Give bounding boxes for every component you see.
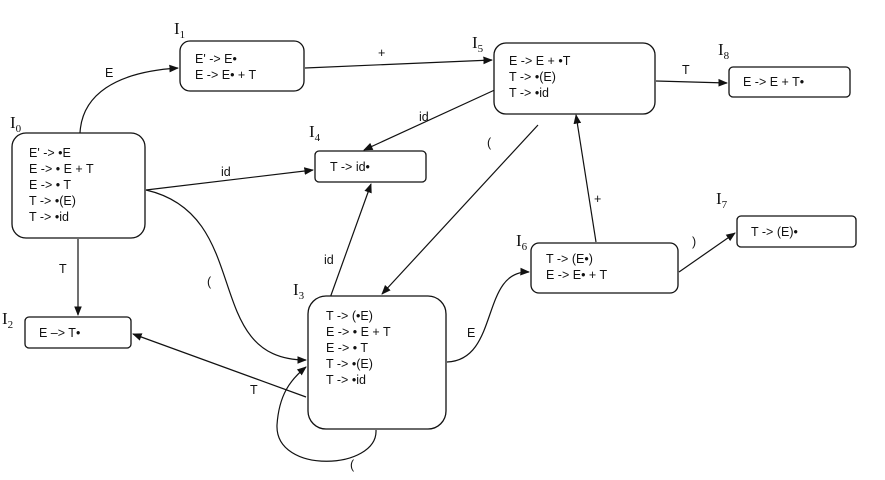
lr-item: E -> E• + T (546, 268, 607, 282)
transition-i0-to-i1: E (79, 64, 179, 134)
lr-item: E -> • E + T (29, 162, 94, 176)
transition-i3-to-i2: T (132, 333, 307, 398)
lr-item: T -> •(E) (509, 70, 556, 84)
state-i0: I0 E' -> •E E -> • E + T E -> • T T -> •(E) T… (10, 113, 146, 239)
state-box (307, 295, 447, 430)
state-name: I5 (472, 33, 484, 55)
state-i7: I7 T -> (E)• (716, 189, 857, 248)
transition-label: T (682, 63, 690, 77)
transition-arrow (573, 114, 597, 243)
state-name: I4 (309, 122, 321, 144)
lr-item: T -> •(E) (326, 357, 373, 371)
transition-arrow (678, 232, 736, 273)
state-i3: I3 T -> (•E) E -> • E + T E -> • T T -> •(E)… (293, 280, 447, 430)
transition-label: id (419, 110, 429, 124)
state-box (24, 316, 132, 349)
transition-arrow (79, 64, 179, 134)
transition-label: ( (207, 275, 212, 289)
transition-arrow (145, 189, 307, 364)
state-box (179, 40, 305, 92)
transition-arrow (446, 267, 530, 363)
transition-arrow (132, 333, 307, 398)
lr-item: T -> (E•) (546, 252, 593, 266)
state-i1: I1 E' -> E• E -> E• + T (174, 19, 305, 92)
transition-label: + (378, 46, 385, 60)
state-name: I1 (174, 19, 185, 41)
state-subscript: 5 (478, 43, 484, 55)
transition-i5-to-i4: id (363, 87, 500, 151)
state-box (493, 42, 656, 115)
transition-i0-to-i3: ( (145, 189, 307, 364)
transition-i1-to-i5: + (304, 46, 493, 69)
state-box (728, 66, 851, 98)
transition-label: T (59, 262, 67, 276)
state-name: I0 (10, 113, 22, 135)
state-name: I8 (718, 40, 730, 62)
state-i5: I5 E -> E + •T T -> •(E) T -> •id (472, 33, 656, 115)
transition-label: T (250, 383, 258, 397)
transition-arrow (363, 87, 500, 151)
lr-item: T -> •id (29, 210, 69, 224)
state-subscript: 4 (315, 132, 321, 144)
transition-i5-to-i3: ( (381, 124, 539, 295)
lr-item: T -> id• (330, 160, 370, 174)
transition-i3-to-i6: E (446, 267, 530, 363)
lr-item: T -> (•E) (326, 309, 373, 323)
transition-arrow (381, 124, 539, 295)
lr-item: E -> E + T• (743, 75, 804, 89)
state-subscript: 2 (8, 319, 14, 331)
state-i8: I8 E -> E + T• (718, 40, 851, 98)
lr-item: T -> (E)• (751, 225, 798, 239)
state-name: I6 (516, 231, 528, 253)
transition-label: id (221, 165, 231, 179)
lr-item: E -> E• + T (195, 68, 256, 82)
state-box (314, 150, 427, 183)
state-subscript: 7 (722, 199, 728, 211)
state-subscript: 0 (16, 123, 22, 135)
lr-item: E -> • T (326, 341, 368, 355)
state-subscript: 1 (180, 29, 186, 41)
transition-i3-to-i4: id (324, 183, 372, 299)
lr-item: E' -> •E (29, 146, 71, 160)
state-box (736, 215, 857, 248)
lr-item: T -> •(E) (29, 194, 76, 208)
transition-arrow (145, 167, 314, 191)
state-subscript: 3 (299, 290, 305, 302)
transition-label: id (324, 253, 334, 267)
state-i4: I4 T -> id• (309, 122, 427, 183)
state-subscript: 6 (522, 241, 528, 253)
transition-i6-to-i5: + (573, 114, 601, 243)
transition-i6-to-i7: ) (678, 232, 736, 273)
lr-item: E -> • T (29, 178, 71, 192)
transition-arrow (304, 56, 493, 69)
transition-arrow (655, 78, 728, 87)
lr-item: E –> T• (39, 326, 80, 340)
state-i2: I2 E –> T• (2, 309, 132, 349)
transition-i0-to-i4: id (145, 165, 314, 191)
lr-item: E -> • E + T (326, 325, 391, 339)
transition-label: ( (350, 458, 355, 472)
transition-label: E (467, 326, 475, 340)
state-i6: I6 T -> (E•) E -> E• + T (516, 231, 679, 294)
state-name: I7 (716, 189, 728, 211)
state-name: I2 (2, 309, 13, 331)
state-box (11, 132, 146, 239)
state-subscript: 8 (724, 50, 730, 62)
transition-label: ( (487, 136, 492, 150)
lr-item: E -> E + •T (509, 54, 571, 68)
lr-item: T -> •id (326, 373, 366, 387)
transition-arrow (329, 183, 372, 299)
transition-label: ) (692, 235, 696, 249)
transition-i5-to-i8: T (655, 63, 728, 87)
transition-label: + (594, 192, 601, 206)
transition-i0-to-i2: T (59, 239, 82, 316)
transition-arrow (276, 366, 377, 462)
transition-label: E (105, 66, 113, 80)
state-name: I3 (293, 280, 305, 302)
transition-i3-to-i3: ( (276, 366, 377, 472)
lr-item: E' -> E• (195, 52, 237, 66)
lr-item: T -> •id (509, 86, 549, 100)
state-box (530, 242, 679, 294)
